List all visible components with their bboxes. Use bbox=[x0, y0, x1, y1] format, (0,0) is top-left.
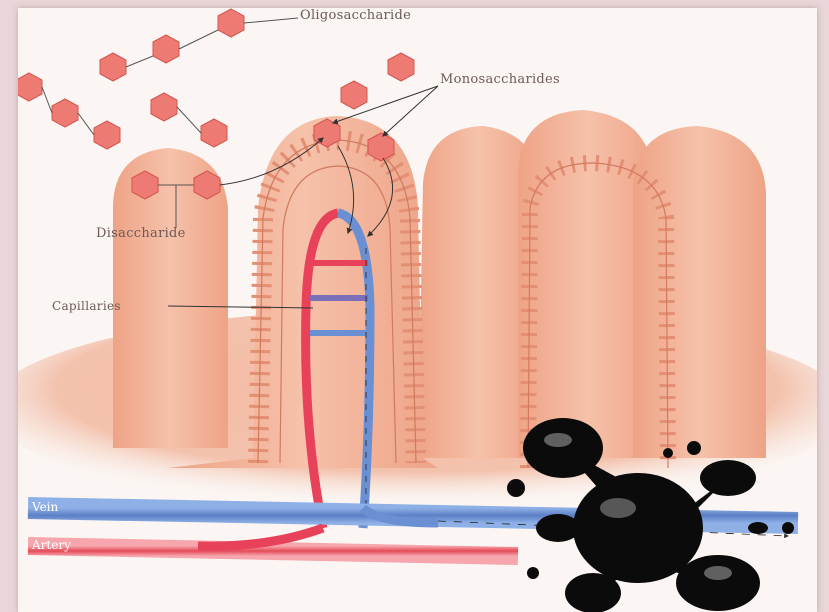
artery-vessel bbox=[28, 546, 518, 556]
villus-right-c bbox=[633, 126, 766, 458]
artery-label: Artery bbox=[32, 538, 71, 552]
villus-absorption-diagram bbox=[18, 8, 817, 612]
monosaccharides-label: Monosaccharides bbox=[440, 72, 560, 87]
vein-label: Vein bbox=[32, 500, 58, 514]
diagram-frame: Oligosaccharide Monosaccharides Disaccha… bbox=[18, 8, 817, 612]
oligosaccharide-chain bbox=[18, 9, 298, 149]
disaccharide-label: Disaccharide bbox=[96, 226, 186, 241]
oligosaccharide-label: Oligosaccharide bbox=[300, 8, 411, 23]
capillaries-label: Capillaries bbox=[52, 299, 121, 313]
